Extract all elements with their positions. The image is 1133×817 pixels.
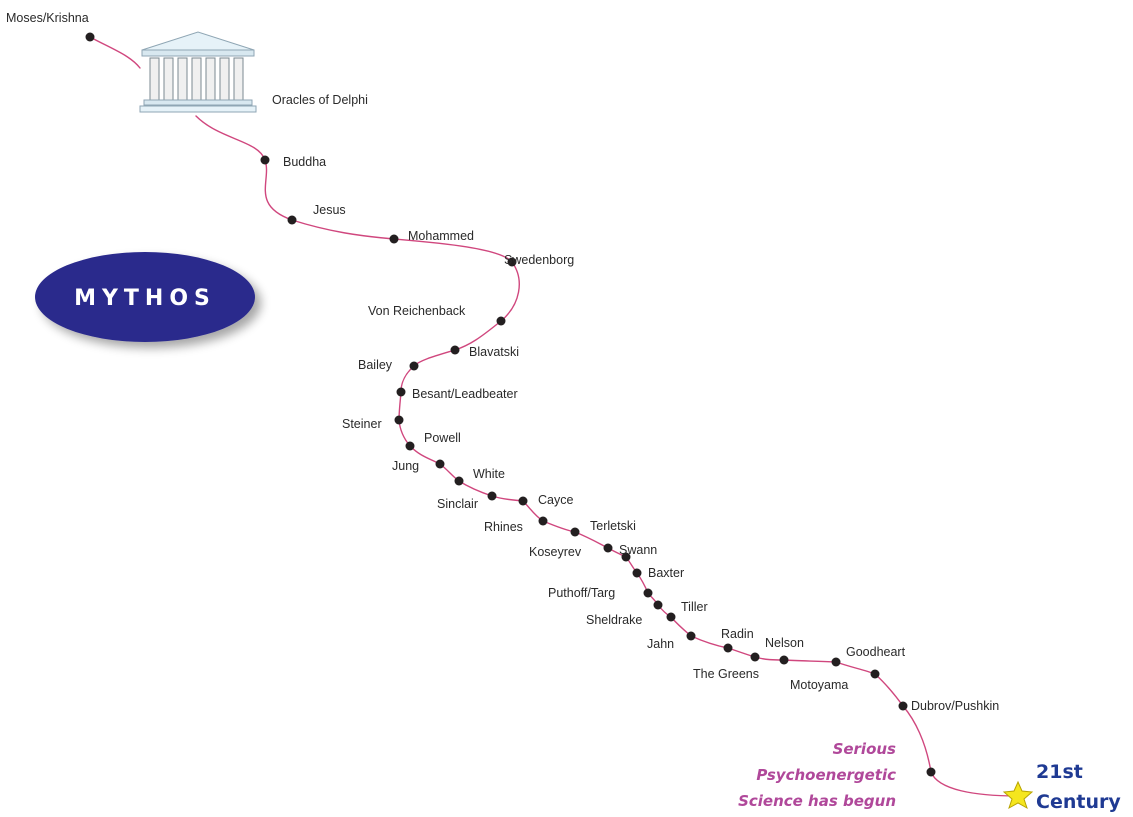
node-label: Dubrov/Pushkin xyxy=(911,699,999,713)
node-tiller: Tiller xyxy=(653,600,708,614)
node-label: Tiller xyxy=(681,600,708,614)
node-label: Koseyrev xyxy=(529,545,582,559)
node-koseyrev: Koseyrev xyxy=(529,543,613,559)
node-label: Cayce xyxy=(538,493,573,507)
node-label: Terletski xyxy=(590,519,636,533)
node-swedenborg: Swedenborg xyxy=(504,253,574,267)
node-motoyama: Motoyama xyxy=(790,669,880,692)
node-label: White xyxy=(473,467,505,481)
node-label: Mohammed xyxy=(408,229,474,243)
node-terletski: Terletski xyxy=(570,519,636,537)
node-label: Moses/Krishna xyxy=(6,11,89,25)
node-buddha: Buddha xyxy=(260,155,326,169)
node-label: Radin xyxy=(721,627,754,641)
node-label: Jesus xyxy=(313,203,346,217)
node-white: White xyxy=(454,467,505,486)
temple-label: Oracles of Delphi xyxy=(272,93,368,107)
node-jesus: Jesus xyxy=(287,203,346,225)
node-blavatski: Blavatski xyxy=(450,345,519,359)
node-mohammed: Mohammed xyxy=(389,229,474,244)
node-rhines: Rhines xyxy=(484,516,548,534)
node-label: The Greens xyxy=(693,667,759,681)
node-sheldrake: Sheldrake xyxy=(586,612,676,627)
node-label: Blavatski xyxy=(469,345,519,359)
node-label: Rhines xyxy=(484,520,523,534)
node-radin: Radin xyxy=(721,627,754,653)
node-label: Nelson xyxy=(765,636,804,650)
node-powell: Powell xyxy=(405,431,461,451)
greek-temple-icon xyxy=(139,31,257,113)
century-line-1: 21st xyxy=(1036,761,1083,783)
node-steiner: Steiner xyxy=(342,415,404,431)
node-swann: Swann xyxy=(619,543,657,562)
node-dubrov-pushkin: Dubrov/Pushkin xyxy=(898,699,999,713)
node-label: Goodheart xyxy=(846,645,906,659)
node-label: Steiner xyxy=(342,417,382,431)
node-label: Motoyama xyxy=(790,678,848,692)
node-moses-krishna: Moses/Krishna xyxy=(6,11,95,42)
node-label: Von Reichenback xyxy=(368,304,466,318)
timeline-path xyxy=(195,115,1019,797)
node-cayce: Cayce xyxy=(518,493,573,507)
node-sinclair: Sinclair xyxy=(437,491,497,511)
serious-note-line-2: Psychoenergetic xyxy=(756,766,896,784)
node-jahn: Jahn xyxy=(647,631,696,651)
node-label: Jahn xyxy=(647,637,674,651)
node-label: Swedenborg xyxy=(504,253,574,267)
node-goodheart: Goodheart xyxy=(831,645,906,667)
node-label: Jung xyxy=(392,459,419,473)
node-unnamed xyxy=(926,767,936,777)
node-label: Powell xyxy=(424,431,461,445)
node-jung: Jung xyxy=(392,459,445,473)
mythos-badge xyxy=(35,252,255,342)
serious-note-line-1: Serious xyxy=(833,740,896,758)
star-icon xyxy=(1002,780,1034,810)
node-bailey: Bailey xyxy=(358,358,419,372)
node-label: Sheldrake xyxy=(586,613,642,627)
node-label: Buddha xyxy=(283,155,326,169)
node-label: Sinclair xyxy=(437,497,478,511)
node-besant-leadbeater: Besant/Leadbeater xyxy=(396,387,518,401)
node-label: Puthoff/Targ xyxy=(548,586,615,600)
serious-note-line-3: Science has begun xyxy=(738,792,896,810)
node-label: Besant/Leadbeater xyxy=(412,387,518,401)
century-line-2: Century xyxy=(1036,791,1121,813)
node-the-greens: The Greens xyxy=(693,652,760,681)
node-baxter: Baxter xyxy=(632,566,684,580)
timeline-path-top xyxy=(89,36,141,69)
node-label: Bailey xyxy=(358,358,393,372)
node-label: Baxter xyxy=(648,566,684,580)
node-label: Swann xyxy=(619,543,657,557)
node-nelson: Nelson xyxy=(765,636,804,665)
node-von-reichenback: Von Reichenback xyxy=(368,304,506,326)
mythos-badge-text: MYTHOS xyxy=(74,286,216,311)
node-puthoff-targ: Puthoff/Targ xyxy=(548,586,653,600)
